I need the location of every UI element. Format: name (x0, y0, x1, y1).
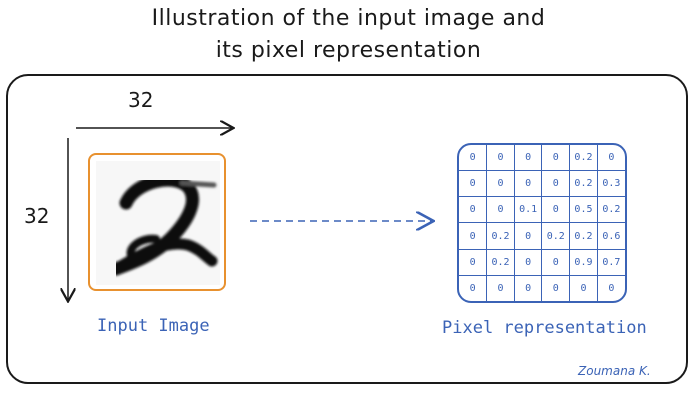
grid-cell: 0 (459, 222, 488, 250)
diagram-frame (6, 74, 688, 384)
grid-cell: 0 (541, 196, 571, 224)
grid-cell: 0.7 (596, 248, 625, 277)
digit-two-image (96, 161, 220, 285)
grid-cell: 0.6 (596, 222, 625, 250)
pixel-representation-caption: Pixel representation (442, 318, 647, 338)
grid-cell: 0.9 (569, 248, 598, 277)
grid-row: 0 0.2 0 0.2 0.2 0.6 (459, 222, 625, 250)
input-image (88, 153, 226, 291)
grid-cell: 0 (596, 145, 625, 171)
grid-cell: 0.3 (596, 169, 625, 198)
grid-cell: 0 (541, 169, 571, 198)
grid-cell: 0 (596, 275, 625, 301)
grid-cell: 0.2 (569, 169, 598, 198)
grid-row: 0 0 0 0 0.2 0.3 (459, 169, 625, 198)
grid-cell: 0.1 (513, 196, 543, 224)
grid-cell: 0 (541, 145, 571, 171)
grid-cell: 0.2 (541, 222, 571, 250)
diagram-title-line1: Illustration of the input image and (151, 6, 546, 31)
height-label: 32 (24, 204, 50, 228)
author-signature: Zoumana K. (578, 364, 651, 378)
width-label: 32 (128, 88, 154, 112)
grid-cell: 0.2 (569, 222, 598, 250)
pixel-grid: 0 0 0 0 0.2 0 0 0 0 0 0.2 0.3 0 0 0.1 0 … (457, 143, 627, 303)
grid-cell: 0 (486, 145, 515, 171)
grid-row: 0 0.2 0 0 0.9 0.7 (459, 248, 625, 277)
grid-cell: 0.2 (596, 196, 625, 224)
grid-cell: 0 (459, 145, 488, 171)
grid-cell: 0.2 (569, 145, 598, 171)
grid-cell: 0 (459, 275, 488, 301)
grid-cell: 0 (513, 275, 543, 301)
grid-cell: 0 (541, 248, 571, 277)
grid-cell: 0 (513, 248, 543, 277)
grid-cell: 0 (459, 196, 488, 224)
input-image-caption: Input Image (97, 316, 210, 336)
grid-cell: 0.2 (486, 222, 515, 250)
grid-cell: 0 (569, 275, 598, 301)
grid-cell: 0 (486, 169, 515, 198)
grid-cell: 0.2 (486, 248, 515, 277)
grid-row: 0 0 0 0 0 0 (459, 275, 625, 301)
grid-cell: 0 (486, 196, 515, 224)
diagram-title-line2: its pixel representation (215, 38, 482, 63)
grid-cell: 0 (513, 222, 543, 250)
grid-cell: 0 (541, 275, 571, 301)
grid-cell: 0 (459, 169, 488, 198)
grid-row: 0 0 0.1 0 0.5 0.2 (459, 196, 625, 224)
grid-cell: 0.5 (569, 196, 598, 224)
grid-cell: 0 (513, 169, 543, 198)
grid-cell: 0 (513, 145, 543, 171)
grid-row: 0 0 0 0 0.2 0 (459, 145, 625, 171)
grid-cell: 0 (486, 275, 515, 301)
grid-cell: 0 (459, 248, 488, 277)
